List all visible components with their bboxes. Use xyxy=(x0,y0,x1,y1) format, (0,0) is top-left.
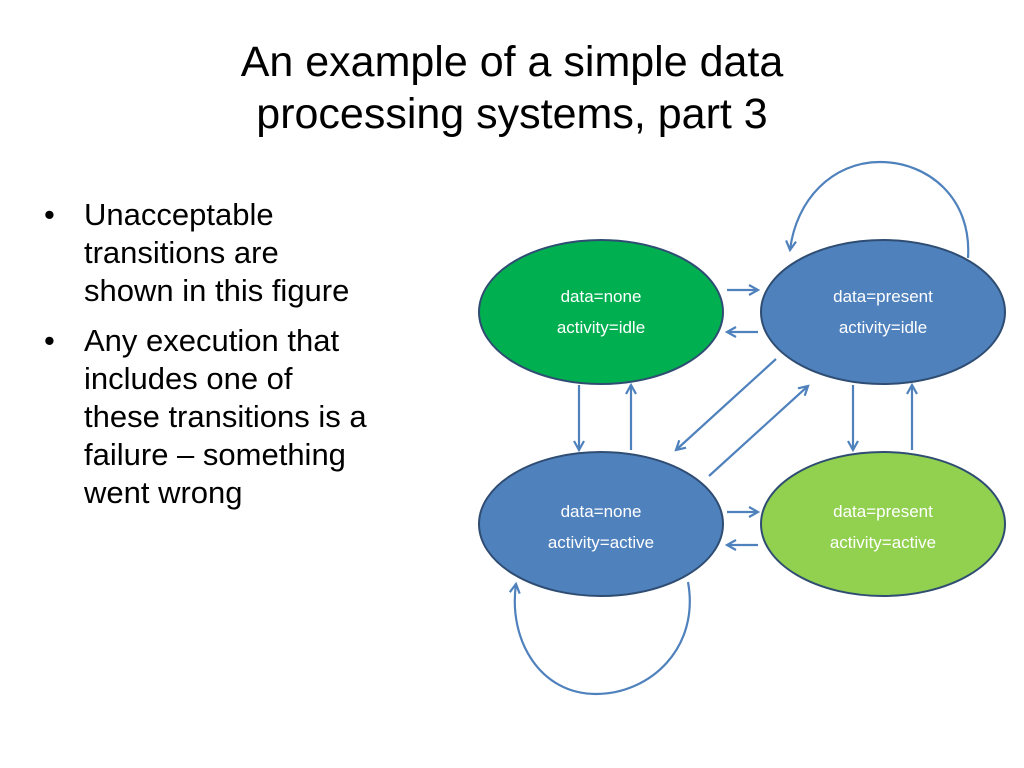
node-none-active-shape xyxy=(478,451,724,597)
node-none-idle-line-2: activity=idle xyxy=(557,318,645,337)
node-present-active-shape xyxy=(760,451,1006,597)
bullet-2-line-4: failure – something xyxy=(84,437,346,472)
edges xyxy=(515,160,970,696)
slide-title-line-2: processing systems, part 3 xyxy=(256,90,768,138)
node-present-idle: data=present activity=idle xyxy=(760,239,1006,385)
bullet-1-line-1: Unacceptable xyxy=(84,197,274,232)
node-none-idle-shape xyxy=(478,239,724,385)
bullet-item-2: • Any execution that includes one of the… xyxy=(44,322,464,512)
edge-present-idle-self-loop xyxy=(790,160,970,259)
bullet-marker-icon: • xyxy=(44,197,55,232)
bullet-2-line-5: went wrong xyxy=(84,475,243,510)
bullet-1-line-3: shown in this figure xyxy=(84,273,350,308)
node-present-idle-shape xyxy=(760,239,1006,385)
node-present-idle-line-2: activity=idle xyxy=(839,318,927,337)
bullet-item-1: • Unacceptable transitions are shown in … xyxy=(44,196,464,310)
bullet-marker-icon: • xyxy=(44,323,55,358)
edge-none-active-to-present-idle xyxy=(708,386,808,477)
bullet-text-1: Unacceptable transitions are shown in th… xyxy=(84,196,464,310)
node-present-idle-line-1: data=present xyxy=(833,287,933,306)
bullet-1-line-2: transitions are xyxy=(84,235,279,270)
slide-title-line-1: An example of a simple data xyxy=(240,38,784,86)
bullet-2-line-1: Any execution that xyxy=(84,323,340,358)
bullet-text-2: Any execution that includes one of these… xyxy=(84,322,464,512)
node-present-active: data=present activity=active xyxy=(760,451,1006,597)
node-none-idle-line-1: data=none xyxy=(561,287,642,306)
bullet-list: • Unacceptable transitions are shown in … xyxy=(44,196,464,524)
node-none-active-line-2: activity=active xyxy=(548,533,654,552)
node-present-active-line-2: activity=active xyxy=(830,533,936,552)
node-none-idle: data=none activity=idle xyxy=(478,239,724,385)
bullet-2-line-3: these transitions is a xyxy=(84,399,367,434)
node-none-active: data=none activity=active xyxy=(478,451,724,597)
node-present-active-line-1: data=present xyxy=(833,502,933,521)
node-none-active-line-1: data=none xyxy=(561,502,642,521)
edge-present-idle-to-none-active xyxy=(676,358,777,450)
slide-title: An example of a simple data processing s… xyxy=(120,36,904,140)
bullet-2-line-2: includes one of xyxy=(84,361,293,396)
edge-none-active-self-loop xyxy=(515,582,691,696)
